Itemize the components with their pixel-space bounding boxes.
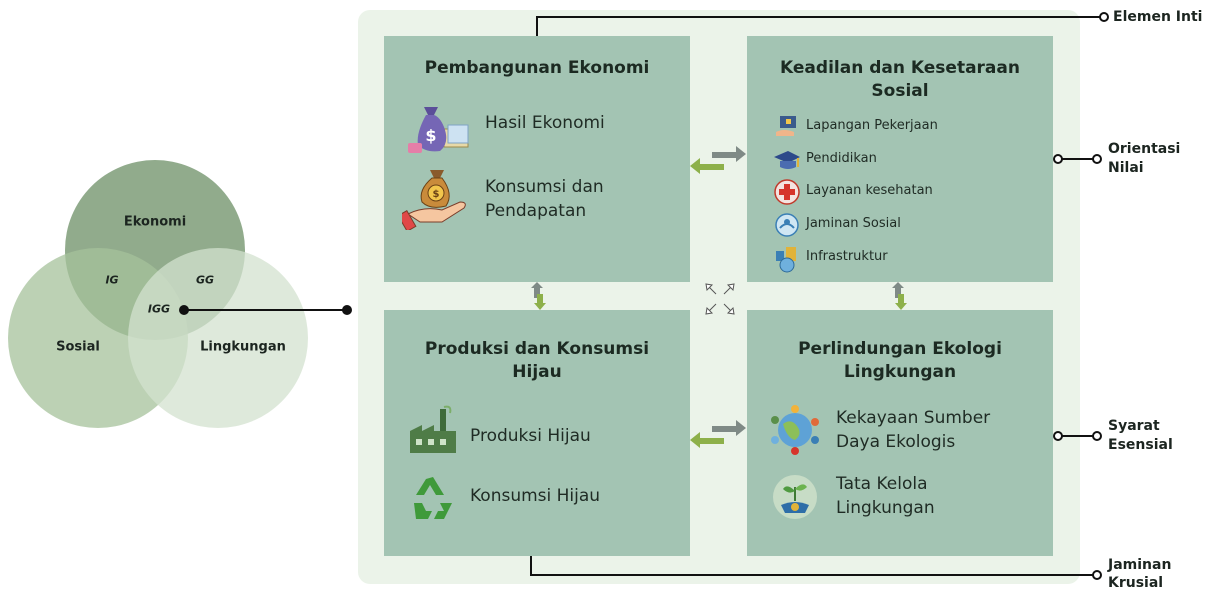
jaminan-line — [530, 556, 1094, 576]
svg-text:$: $ — [433, 189, 440, 200]
venn-label-lingkungan: Lingkungan — [200, 339, 286, 355]
double-arrow-right-vertical — [892, 282, 907, 310]
svg-text:$: $ — [425, 126, 436, 145]
social-item-infrastruktur: Infrastruktur — [806, 249, 888, 264]
social-item-jaminan: Jaminan Sosial — [806, 216, 901, 231]
side-label-syarat-1: Syarat — [1108, 418, 1160, 434]
social-item-layanan: Layanan kesehatan — [806, 183, 933, 198]
social-item-pendidikan: Pendidikan — [806, 151, 877, 166]
elemen-inti-marker — [1099, 12, 1109, 22]
box-ecology-protection: Perlindungan Ekologi Lingkungan Kekayaan… — [747, 310, 1053, 556]
ecology-item-tata-2: Lingkungan — [836, 498, 935, 518]
side-label-orientasi-1: Orientasi — [1108, 141, 1181, 157]
green-item-konsumsi: Konsumsi Hijau — [470, 486, 601, 506]
coin-hand-icon: $ — [402, 170, 466, 230]
money-bag-icon: $ — [408, 107, 469, 153]
venn-circle-lingkungan — [128, 248, 308, 428]
box-ecology-title-line2: Lingkungan — [843, 362, 957, 382]
green-item-produksi: Produksi Hijau — [470, 426, 591, 446]
venn-label-igg: IGG — [147, 302, 171, 316]
side-label-elemen-inti: Elemen Inti — [1113, 9, 1203, 25]
worker-icon — [776, 116, 796, 136]
double-arrow-top — [690, 146, 746, 174]
ecology-item-kekayaan-1: Kekayaan Sumber — [836, 408, 991, 428]
venn-label-gg: GG — [195, 273, 215, 287]
venn-connector-end-dot — [342, 305, 352, 315]
ecology-item-kekayaan-2: Daya Ekologis — [836, 432, 956, 452]
elemen-inti-line — [536, 16, 1100, 36]
orientasi-marker-left — [1053, 154, 1063, 164]
globe-resources-icon — [771, 405, 819, 455]
orientasi-marker-right — [1092, 154, 1102, 164]
economy-item-konsumsi-1: Konsumsi dan — [485, 177, 604, 197]
syarat-marker-right — [1092, 431, 1102, 441]
syarat-marker-left — [1053, 431, 1063, 441]
recycle-icon — [414, 477, 452, 519]
box-green-title-line1: Produksi dan Konsumsi — [424, 339, 650, 359]
double-arrow-left-vertical — [531, 282, 546, 310]
box-green-production: Produksi dan Konsumsi Hijau Produksi Hij… — [384, 310, 690, 556]
venn-label-sosial: Sosial — [56, 339, 100, 355]
venn-label-ig: IG — [105, 273, 119, 287]
center-cross-arrows — [705, 283, 735, 315]
box-green-title-line2: Hijau — [512, 362, 562, 382]
economy-item-konsumsi-2: Pendapatan — [485, 201, 587, 221]
double-arrow-bottom — [690, 420, 746, 448]
graduation-icon — [774, 151, 800, 169]
box-social-title-line1: Keadilan dan Kesetaraan — [780, 58, 1020, 78]
side-label-jaminan-1: Jaminan — [1108, 557, 1172, 573]
plant-hand-icon — [773, 475, 817, 519]
health-cross-icon — [774, 179, 800, 205]
economy-item-hasil: Hasil Ekonomi — [485, 113, 605, 133]
box-social-justice: Keadilan dan Kesetaraan Sosial Lapangan … — [747, 36, 1053, 282]
box-social-title-line2: Sosial — [871, 81, 929, 101]
box-economic-development: Pembangunan Ekonomi $ Hasil Ekonomi $ Ko… — [384, 36, 690, 282]
side-label-orientasi-2: Nilai — [1108, 160, 1144, 176]
social-item-lapangan: Lapangan Pekerjaan — [806, 118, 938, 133]
ecology-item-tata-1: Tata Kelola — [836, 474, 928, 494]
side-label-syarat-2: Esensial — [1108, 437, 1173, 453]
jaminan-marker — [1092, 570, 1102, 580]
box-economic-title: Pembangunan Ekonomi — [424, 58, 650, 78]
infrastructure-icon — [776, 247, 796, 273]
box-ecology-title-line1: Perlindungan Ekologi — [798, 339, 1002, 359]
side-label-jaminan-2: Krusial — [1108, 575, 1164, 591]
venn-label-ekonomi: Ekonomi — [123, 214, 187, 230]
factory-icon — [410, 405, 456, 453]
social-security-icon — [775, 213, 799, 237]
